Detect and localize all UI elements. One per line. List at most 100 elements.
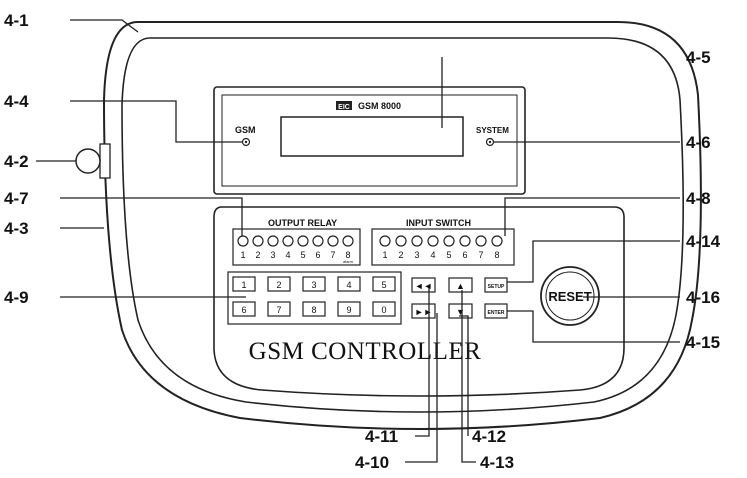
lcd-screen xyxy=(280,116,464,157)
input-switch-led xyxy=(395,235,407,247)
keypad-key-6[interactable]: 6 xyxy=(232,301,256,317)
input-switch-frame xyxy=(371,228,515,266)
input-switch-leds: 1 2 3 4 5 6 7 8 xyxy=(379,235,503,260)
setup-label: SETUP xyxy=(488,284,505,290)
keypad-key-label: 0 xyxy=(381,305,386,315)
setup-button[interactable]: SETUP xyxy=(484,277,508,293)
callout-4-3: 4-3 xyxy=(4,219,29,238)
input-switch-led xyxy=(475,235,487,247)
display-bezel-inner xyxy=(221,94,518,187)
output-relay-number: 4 xyxy=(285,250,290,260)
output-relay-number: 5 xyxy=(300,250,305,260)
output-relay-number: 8 xyxy=(345,250,350,260)
keypad-key-label: 8 xyxy=(311,305,316,315)
numeric-keypad: 1 2 3 4 5 6 7 8 9 0 xyxy=(232,276,396,317)
callout-4-8: 4-8 xyxy=(686,189,711,208)
gsm-led-label: GSM xyxy=(235,125,256,135)
input-switch-number: 6 xyxy=(462,250,467,260)
enter-label: ENTER xyxy=(488,310,505,316)
keypad-key-label: 5 xyxy=(381,280,386,290)
keypad-key-5[interactable]: 5 xyxy=(372,276,396,292)
keypad-key-label: 9 xyxy=(346,305,351,315)
nav-right-label: ►► xyxy=(415,307,433,317)
input-switch-led xyxy=(491,235,503,247)
callout-4-6: 4-6 xyxy=(686,133,711,152)
keypad-key-1[interactable]: 1 xyxy=(232,276,256,292)
keypad-key-label: 4 xyxy=(346,280,351,290)
reset-label: RESET xyxy=(548,289,591,304)
keypad-key-4[interactable]: 4 xyxy=(337,276,361,292)
output-relay-led xyxy=(312,235,324,247)
output-relay-title: OUTPUT RELAY xyxy=(268,218,337,228)
system-led-dot xyxy=(488,140,492,144)
input-switch-number: 4 xyxy=(430,250,435,260)
input-switch-number: 5 xyxy=(446,250,451,260)
keypad-key-3[interactable]: 3 xyxy=(302,276,326,292)
keypad-key-label: 6 xyxy=(241,305,246,315)
arrow-down-label: ▼ xyxy=(456,307,465,317)
side-knob xyxy=(75,143,111,179)
arrow-down-button[interactable]: ▼ xyxy=(448,303,473,319)
input-switch-led xyxy=(443,235,455,247)
input-switch-title: INPUT SWITCH xyxy=(406,218,471,228)
output-relay-led xyxy=(297,235,309,247)
callout-4-10: 4-10 xyxy=(355,453,389,472)
model-label: GSM 8000 xyxy=(358,101,401,111)
nav-left-button[interactable]: ◄◄ xyxy=(411,277,436,293)
output-relay-led xyxy=(327,235,339,247)
keypad-key-8[interactable]: 8 xyxy=(302,301,326,317)
input-switch-number: 2 xyxy=(398,250,403,260)
input-switch-number: 7 xyxy=(478,250,483,260)
output-relay-number: 6 xyxy=(315,250,320,260)
callout-4-2: 4-2 xyxy=(4,152,29,171)
keypad-key-label: 2 xyxy=(276,280,281,290)
nav-right-button[interactable]: ►► xyxy=(411,303,436,319)
output-relay-frame xyxy=(232,228,361,266)
callout-4-1: 4-1 xyxy=(4,11,29,30)
input-switch-led xyxy=(459,235,471,247)
leader-lines xyxy=(36,19,680,463)
callout-4-14: 4-14 xyxy=(686,232,721,251)
callout-4-9: 4-9 xyxy=(4,288,29,307)
callout-4-13: 4-13 xyxy=(480,453,514,472)
output-relay-led xyxy=(342,235,354,247)
reset-button[interactable]: RESET xyxy=(540,266,600,326)
output-relay-led xyxy=(237,235,249,247)
gsm-led-dot xyxy=(244,140,248,144)
input-switch-led xyxy=(411,235,423,247)
callout-4-7: 4-7 xyxy=(4,189,29,208)
keypad-key-0[interactable]: 0 xyxy=(372,301,396,317)
input-switch-led xyxy=(379,235,391,247)
keypad-key-2[interactable]: 2 xyxy=(267,276,291,292)
arrow-up-label: ▲ xyxy=(456,281,465,291)
output-relay-led xyxy=(252,235,264,247)
output-relay-number: 3 xyxy=(270,250,275,260)
input-switch-number: 8 xyxy=(494,250,499,260)
keypad-key-label: 3 xyxy=(311,280,316,290)
brand-logo-text: EIC xyxy=(338,104,350,111)
callout-4-11: 4-11 xyxy=(365,427,398,446)
arrow-up-button[interactable]: ▲ xyxy=(448,277,473,293)
callout-4-4: 4-4 xyxy=(4,92,29,111)
input-switch-number: 3 xyxy=(414,250,419,260)
device-title: GSM CONTROLLER xyxy=(249,338,482,365)
output-relay-number: 1 xyxy=(240,250,245,260)
output-relay-alarm-label: alarm xyxy=(343,259,354,264)
enter-button[interactable]: ENTER xyxy=(484,303,508,319)
input-switch-led xyxy=(427,235,439,247)
keypad-key-label: 1 xyxy=(241,280,246,290)
input-switch-number: 1 xyxy=(382,250,387,260)
output-relay-led xyxy=(267,235,279,247)
nav-left-label: ◄◄ xyxy=(415,281,433,291)
output-relay-led xyxy=(282,235,294,247)
keypad-key-label: 7 xyxy=(276,305,281,315)
output-relay-number: 2 xyxy=(255,250,260,260)
callout-4-12: 4-12 xyxy=(472,427,506,446)
callout-4-5: 4-5 xyxy=(686,48,711,67)
keypad-key-9[interactable]: 9 xyxy=(337,301,361,317)
keypad-key-7[interactable]: 7 xyxy=(267,301,291,317)
system-led-label: SYSTEM xyxy=(476,126,509,135)
output-relay-number: 7 xyxy=(330,250,335,260)
